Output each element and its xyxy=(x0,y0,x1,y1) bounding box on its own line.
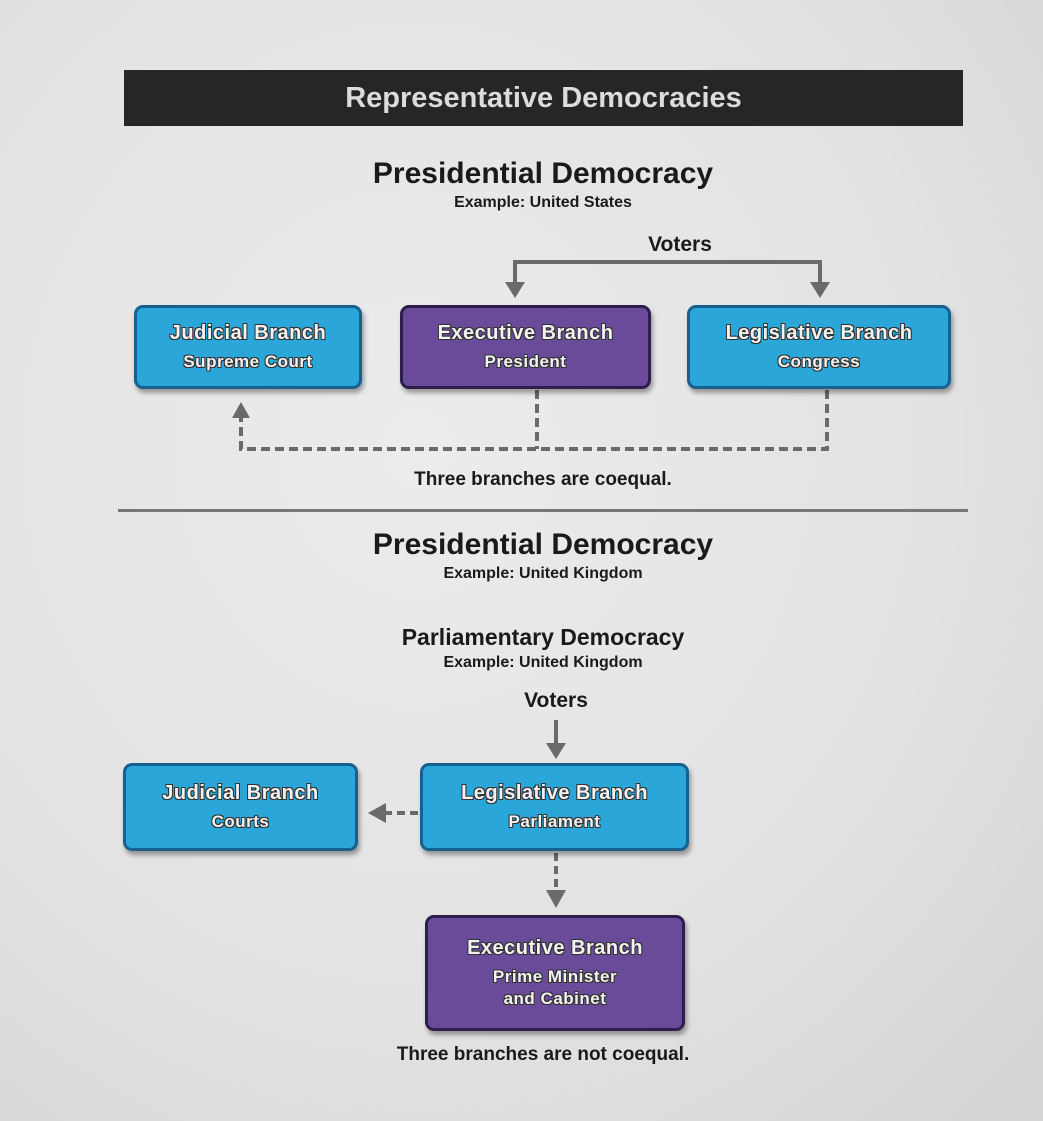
box-title: Executive Branch xyxy=(467,936,643,959)
box-subtitle: Congress xyxy=(777,351,861,371)
box-subtitle-line: and Cabinet xyxy=(503,988,607,1008)
box-subtitle-line: Prime Minister xyxy=(492,966,618,986)
box-title: Executive Branch xyxy=(437,321,614,344)
box-subtitle: Parliament xyxy=(508,811,601,831)
section-example: Example: United States xyxy=(454,194,632,211)
page-title: Representative Democracies xyxy=(345,81,742,114)
executive-branch-box: Executive Branch President xyxy=(400,305,651,389)
judicial-branch-box: Judicial Branch Supreme Court xyxy=(134,305,362,389)
box-title: Legislative Branch xyxy=(725,321,913,344)
coequal-note: Three branches are coequal. xyxy=(414,469,672,490)
box-subtitle: Prime Minister and Cabinet xyxy=(493,966,617,1010)
voters-label: Voters xyxy=(524,689,588,712)
arrow-to-parliament xyxy=(546,743,566,759)
executive-branch-box: Executive Branch Prime Minister and Cabi… xyxy=(425,915,685,1031)
section-subheading: Parliamentary Democracy xyxy=(401,624,685,650)
section-heading: Presidential Democracy xyxy=(372,157,714,190)
judicial-branch-box: Judicial Branch Courts xyxy=(123,763,358,851)
legislative-branch-box: Legislative Branch Parliament xyxy=(420,763,689,851)
arrow-to-judicial xyxy=(232,402,250,418)
arrow-to-courts xyxy=(368,803,386,823)
arrow-to-executive xyxy=(505,282,525,298)
box-subtitle: Supreme Court xyxy=(183,351,313,371)
not-coequal-note: Three branches are not coequal. xyxy=(396,1044,690,1065)
arrow-to-legislative xyxy=(810,282,830,298)
section-example: Example: United Kingdom xyxy=(443,565,643,582)
box-subtitle: Courts xyxy=(211,811,270,831)
dashed-checks-connector xyxy=(239,390,829,451)
box-subtitle: President xyxy=(484,351,567,371)
section-heading: Presidential Democracy xyxy=(372,528,714,561)
title-bar: Representative Democracies xyxy=(124,70,963,126)
section-subexample: Example: United Kingdom xyxy=(443,654,643,671)
voters-label: Voters xyxy=(648,233,712,256)
legislative-branch-box: Legislative Branch Congress xyxy=(687,305,951,389)
box-title: Judicial Branch xyxy=(169,321,327,344)
arrow-to-executive-bottom xyxy=(546,890,566,908)
voters-connector xyxy=(513,260,822,285)
box-title: Judicial Branch xyxy=(162,781,319,804)
box-title: Legislative Branch xyxy=(461,781,648,804)
section-divider xyxy=(118,509,968,512)
